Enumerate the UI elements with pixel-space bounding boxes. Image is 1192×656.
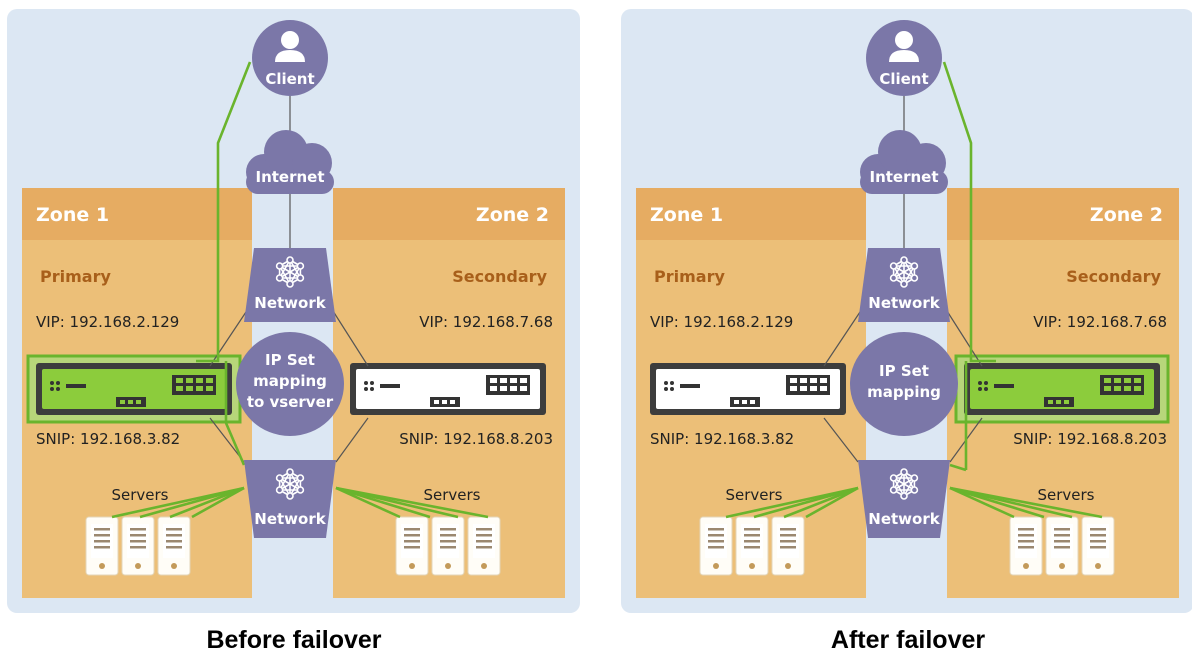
zone-1-header bbox=[636, 188, 866, 240]
connection-lines bbox=[111, 61, 489, 519]
network-node: Network bbox=[244, 248, 336, 322]
ipset-label: mapping bbox=[253, 372, 327, 390]
server-icon bbox=[1081, 516, 1115, 576]
server-icon bbox=[699, 516, 733, 576]
zone-2-role: Secondary bbox=[452, 267, 547, 286]
zone-2-header bbox=[947, 188, 1179, 240]
ipset-ellipse bbox=[850, 332, 958, 436]
client-node: Client bbox=[252, 20, 328, 96]
zone-1-vip: VIP: 192.168.2.129 bbox=[650, 313, 793, 331]
server-icon bbox=[735, 516, 769, 576]
zone-2-role: Secondary bbox=[1066, 267, 1161, 286]
zone-2-servers-label: Servers bbox=[1037, 486, 1094, 504]
network-label: Network bbox=[254, 294, 326, 312]
zone-1-servers-label: Servers bbox=[111, 486, 168, 504]
zone-1-vip: VIP: 192.168.2.129 bbox=[36, 313, 179, 331]
cloud-icon bbox=[860, 130, 948, 194]
appliance-icon bbox=[26, 354, 242, 424]
zone-1-servers-label: Servers bbox=[725, 486, 782, 504]
network-icon bbox=[889, 256, 919, 288]
appliance-icon bbox=[650, 363, 846, 415]
panel-caption: After failover bbox=[831, 626, 985, 654]
client-label: Client bbox=[265, 70, 314, 88]
ipset-label: to vserver bbox=[247, 393, 334, 411]
zone-2-vip: VIP: 192.168.7.68 bbox=[419, 313, 553, 331]
appliance-icon bbox=[350, 363, 546, 415]
zone-1-role: Primary bbox=[654, 267, 725, 286]
zone-2-header bbox=[333, 188, 565, 240]
server-icon bbox=[771, 516, 805, 576]
user-icon bbox=[889, 31, 919, 62]
server-icon bbox=[1009, 516, 1043, 576]
zone-1-header bbox=[22, 188, 252, 240]
client-node: Client bbox=[866, 20, 942, 96]
internet-node: Internet bbox=[246, 130, 334, 194]
server-icon bbox=[85, 516, 119, 576]
active-client-path bbox=[196, 61, 252, 363]
server-icon bbox=[121, 516, 155, 576]
network-node: Network bbox=[858, 460, 950, 538]
network-node: Network bbox=[244, 460, 336, 538]
zone-2-snip: SNIP: 192.168.8.203 bbox=[1013, 430, 1167, 448]
server-icon bbox=[431, 516, 465, 576]
network-icon bbox=[275, 256, 305, 288]
zone-1-title: Zone 1 bbox=[650, 204, 723, 226]
network-label: Network bbox=[868, 294, 940, 312]
zone-2-title: Zone 2 bbox=[476, 204, 549, 226]
ipset-node: IP Set mapping to vserver bbox=[236, 332, 344, 436]
network-label: Network bbox=[254, 510, 326, 528]
zone-1-title: Zone 1 bbox=[36, 204, 109, 226]
cloud-icon bbox=[246, 130, 334, 194]
zone-2-vip: VIP: 192.168.7.68 bbox=[1033, 313, 1167, 331]
network-icon bbox=[275, 468, 305, 500]
zone-1-role: Primary bbox=[40, 267, 111, 286]
active-client-path bbox=[942, 61, 996, 363]
server-icon bbox=[1045, 516, 1079, 576]
internet-label: Internet bbox=[869, 168, 938, 186]
client-label: Client bbox=[879, 70, 928, 88]
server-icon bbox=[395, 516, 429, 576]
zone-2-servers-label: Servers bbox=[423, 486, 480, 504]
ipset-label: IP Set bbox=[879, 362, 929, 380]
ipset-ellipse bbox=[236, 332, 344, 436]
panel-caption: Before failover bbox=[206, 626, 381, 654]
network-node: Network bbox=[858, 248, 950, 322]
network-icon bbox=[889, 468, 919, 500]
zone-1-snip: SNIP: 192.168.3.82 bbox=[650, 430, 794, 448]
zone-2-title: Zone 2 bbox=[1090, 204, 1163, 226]
internet-label: Internet bbox=[255, 168, 324, 186]
ipset-label: mapping bbox=[867, 383, 941, 401]
zone-1-snip: SNIP: 192.168.3.82 bbox=[36, 430, 180, 448]
server-icon bbox=[467, 516, 501, 576]
zone-2-snip: SNIP: 192.168.8.203 bbox=[399, 430, 553, 448]
server-icon bbox=[157, 516, 191, 576]
user-icon bbox=[275, 31, 305, 62]
appliance-icon bbox=[954, 354, 1170, 424]
ipset-label: IP Set bbox=[265, 351, 315, 369]
internet-node: Internet bbox=[860, 130, 948, 194]
network-label: Network bbox=[868, 510, 940, 528]
ipset-node: IP Set mapping bbox=[850, 332, 958, 436]
